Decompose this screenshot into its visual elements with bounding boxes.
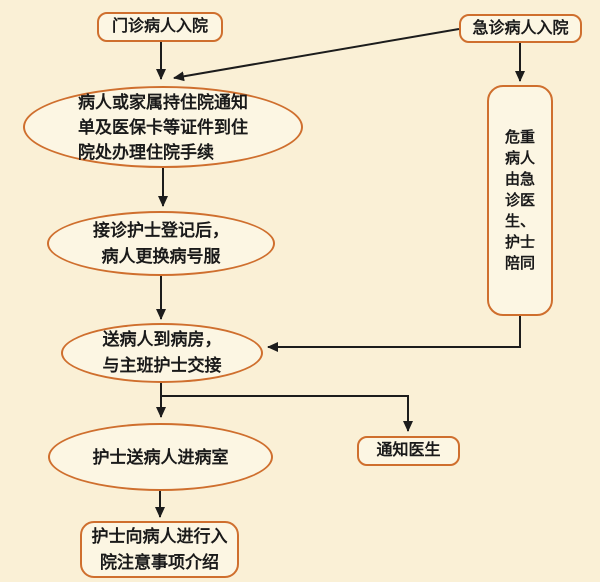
node-admission-introduction-label: 护士向病人进行入 院注意事项介绍 <box>91 526 228 572</box>
arrow-critical-to-ward <box>267 316 521 352</box>
node-admission-procedure: 病人或家属持住院通知 单及医保卡等证件到住 院处办理住院手续 <box>23 86 303 168</box>
node-transfer-to-ward: 送病人到病房， 与主班护士交接 <box>61 323 263 383</box>
node-nurse-registration: 接诊护士登记后， 病人更换病号服 <box>47 211 275 276</box>
node-nurse-registration-label: 接诊护士登记后， 病人更换病号服 <box>93 220 229 266</box>
node-notify-doctor-label: 通知医生 <box>376 442 441 459</box>
node-admission-procedure-label: 病人或家属持住院通知 单及医保卡等证件到住 院处办理住院手续 <box>78 92 248 162</box>
node-admission-introduction: 护士向病人进行入 院注意事项介绍 <box>80 521 239 578</box>
node-notify-doctor: 通知医生 <box>357 436 460 466</box>
node-critical-patient-escort: 危重 病人 由急 诊医 生、 护士 陪同 <box>487 85 553 316</box>
node-critical-patient-escort-label: 危重 病人 由急 诊医 生、 护士 陪同 <box>504 129 535 272</box>
node-escort-to-room: 护士送病人进病室 <box>48 423 273 491</box>
node-emergency-admission: 急诊病人入院 <box>459 14 582 43</box>
node-outpatient-admission-label: 门诊病人入院 <box>111 18 208 35</box>
node-emergency-admission-label: 急诊病人入院 <box>472 19 569 37</box>
node-outpatient-admission: 门诊病人入院 <box>97 12 223 42</box>
node-transfer-to-ward-label: 送病人到病房， 与主班护士交接 <box>102 330 222 375</box>
node-escort-to-room-label: 护士送病人进病室 <box>92 447 229 467</box>
